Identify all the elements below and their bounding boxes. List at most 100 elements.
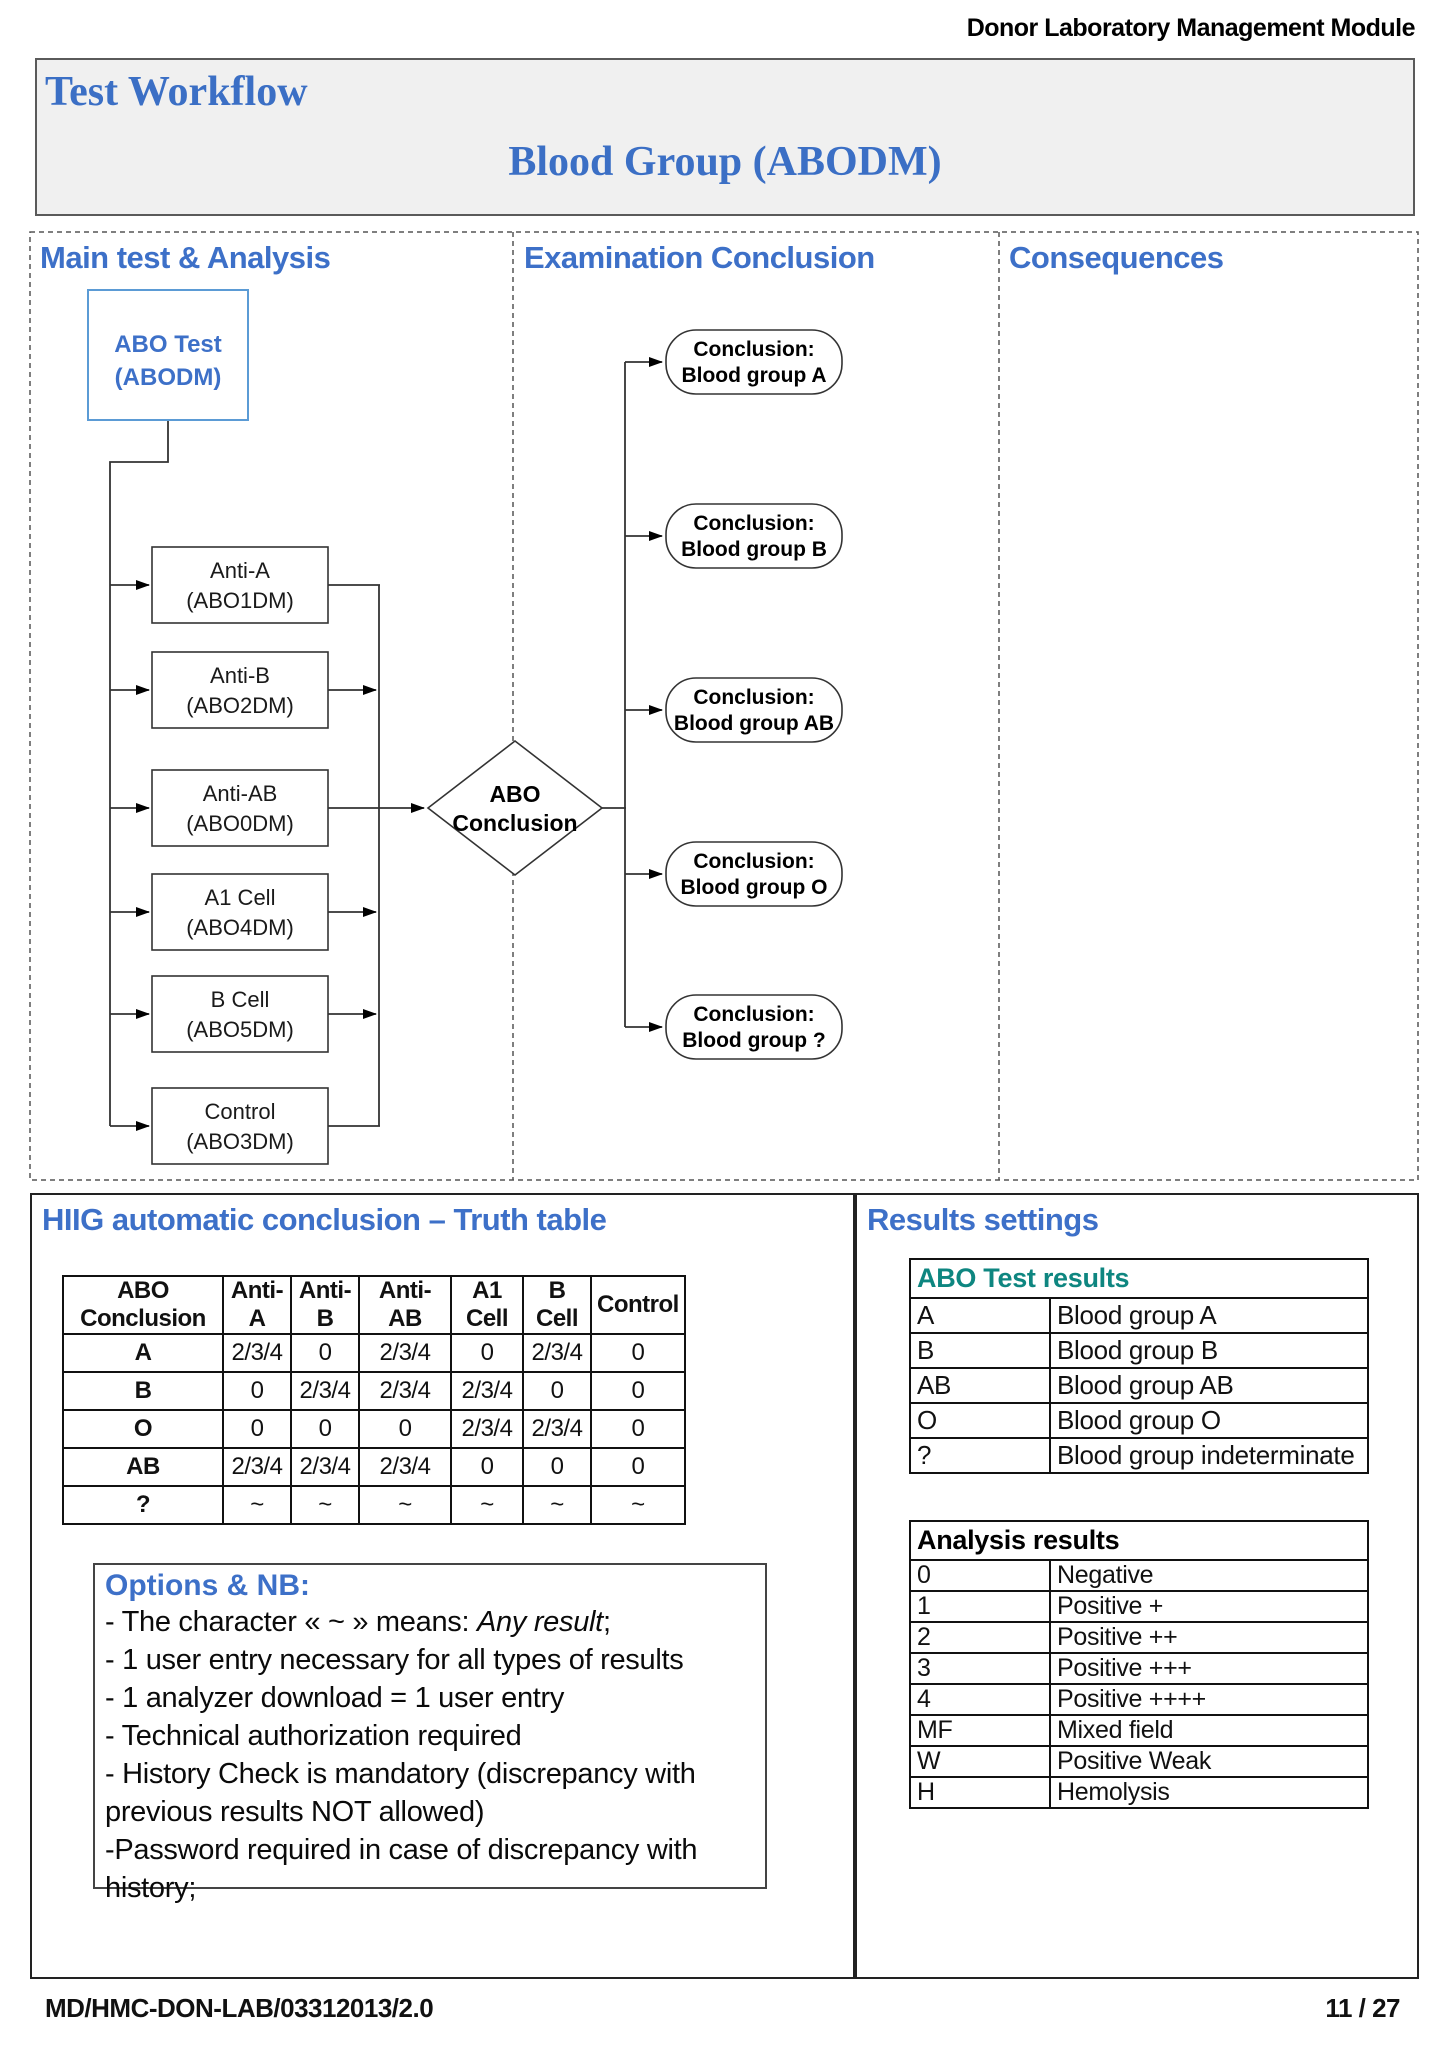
page-subtitle: Blood Group (ABODM): [508, 139, 942, 185]
truth-table-header-row: ABO Conclusion Anti-A Anti-B Anti-AB A1 …: [62, 1275, 686, 1335]
analysis-result-code: 2: [909, 1621, 1051, 1654]
abo-result-code: AB: [909, 1367, 1051, 1404]
analysis-result-code: 1: [909, 1590, 1051, 1623]
truth-cell: ~: [222, 1485, 292, 1525]
node-anti-a-label-2: (ABO1DM): [186, 588, 294, 613]
truth-section-title: HIIG automatic conclusion – Truth table: [42, 1202, 607, 1237]
truth-cell: 2/3/4: [222, 1447, 292, 1487]
node-anti-ab-box: [151, 769, 329, 847]
analysis-result-desc: Negative: [1049, 1559, 1369, 1592]
terminal-blood-group-ab-box: [665, 677, 843, 743]
terminal-a-label-2: Blood group A: [681, 364, 826, 387]
abo-result-code: A: [909, 1297, 1051, 1334]
truth-cell: 0: [222, 1371, 292, 1411]
node-a1-cell: A1 Cell (ABO4DM): [151, 873, 329, 951]
truth-cell: 2/3/4: [522, 1409, 592, 1449]
terminal-blood-group-a: Conclusion: Blood group A: [665, 329, 843, 395]
analysis-result-desc: Positive +++: [1049, 1652, 1369, 1685]
node-b-cell-label-1: B Cell: [211, 987, 270, 1012]
abo-result-desc: Blood group A: [1049, 1297, 1369, 1334]
terminal-blood-group-unknown-box: [665, 994, 843, 1060]
node-control-box: [151, 1087, 329, 1165]
truth-header-anti-ab: Anti-AB: [358, 1275, 452, 1335]
options-line-tilde-suffix: ;: [602, 1606, 611, 1638]
node-anti-a: Anti-A (ABO1DM): [151, 546, 329, 624]
page-title: Test Workflow: [45, 69, 308, 115]
abo-result-row: AB Blood group AB: [909, 1367, 1369, 1404]
options-item: - Technical authorization required: [105, 1720, 522, 1752]
node-a1-cell-box: [151, 873, 329, 951]
truth-row-b-label: B: [62, 1371, 224, 1411]
analysis-result-row: H Hemolysis: [909, 1776, 1369, 1809]
terminal-blood-group-o: Conclusion: Blood group O: [665, 841, 843, 907]
abo-result-code: B: [909, 1332, 1051, 1369]
truth-cell: 0: [290, 1333, 360, 1373]
analysis-result-code: 0: [909, 1559, 1051, 1592]
analysis-result-code: MF: [909, 1714, 1051, 1747]
decision-abo-conclusion: [426, 739, 604, 877]
analysis-result-row: 2 Positive ++: [909, 1621, 1369, 1654]
node-anti-ab-label-2: (ABO0DM): [186, 811, 294, 836]
decision-label-1: ABO: [489, 781, 540, 807]
title-banner: Test Workflow Blood Group (ABODM): [35, 58, 1415, 216]
analysis-result-row: MF Mixed field: [909, 1714, 1369, 1747]
truth-cell: 0: [590, 1409, 686, 1449]
analysis-result-code: 4: [909, 1683, 1051, 1716]
truth-row-o: O 0 0 0 2/3/4 2/3/4 0: [62, 1409, 686, 1449]
node-anti-ab-label-1: Anti-AB: [203, 781, 278, 806]
analysis-result-code: H: [909, 1776, 1051, 1809]
options-item: - 1 analyzer download = 1 user entry: [105, 1682, 565, 1714]
column-title-main-test: Main test & Analysis: [40, 240, 331, 275]
truth-cell: 2/3/4: [522, 1333, 592, 1373]
analysis-result-desc: Positive +: [1049, 1590, 1369, 1623]
truth-row-b: B 0 2/3/4 2/3/4 2/3/4 0 0: [62, 1371, 686, 1411]
options-line-tilde: - The character « ~ » means: Any result;: [105, 1603, 755, 1641]
truth-cell: 0: [522, 1371, 592, 1411]
analysis-result-desc: Positive ++: [1049, 1621, 1369, 1654]
truth-row-a-label: A: [62, 1333, 224, 1373]
terminal-blood-group-b-box: [665, 503, 843, 569]
node-anti-a-box: [151, 546, 329, 624]
truth-cell: 2/3/4: [358, 1447, 452, 1487]
terminal-b-label-1: Conclusion:: [693, 512, 814, 535]
truth-cell: ~: [522, 1485, 592, 1525]
abo-test-results-table: ABO Test results A Blood group A B Blood…: [909, 1258, 1369, 1474]
document-header: Donor Laboratory Management Module: [966, 14, 1416, 42]
abo-result-row: A Blood group A: [909, 1297, 1369, 1334]
column-title-examination-conclusion: Examination Conclusion: [524, 240, 875, 275]
truth-header-control: Control: [590, 1275, 686, 1335]
flowchart-border: [29, 231, 1419, 1181]
terminal-o-label-2: Blood group O: [681, 876, 828, 899]
analysis-result-desc: Mixed field: [1049, 1714, 1369, 1747]
options-line-tilde-prefix: - The character « ~ » means:: [105, 1606, 477, 1638]
terminal-ab-label-1: Conclusion:: [693, 686, 814, 709]
node-anti-a-label-1: Anti-A: [210, 558, 270, 583]
truth-cell: 0: [590, 1447, 686, 1487]
results-section-title: Results settings: [867, 1202, 1099, 1237]
truth-header-abo-conclusion: ABO Conclusion: [62, 1275, 224, 1335]
analysis-result-desc: Positive ++++: [1049, 1683, 1369, 1716]
node-anti-b-label-1: Anti-B: [210, 663, 270, 688]
node-abo-test-label-1: ABO Test: [114, 331, 222, 358]
truth-header-a1-cell: A1 Cell: [450, 1275, 524, 1335]
truth-cell: 2/3/4: [222, 1333, 292, 1373]
truth-cell: 0: [590, 1333, 686, 1373]
terminal-unknown-label-2: Blood group ?: [682, 1029, 825, 1052]
truth-cell: 0: [522, 1447, 592, 1487]
truth-table: ABO Conclusion Anti-A Anti-B Anti-AB A1 …: [62, 1275, 686, 1525]
truth-cell: 2/3/4: [358, 1333, 452, 1373]
truth-header-b-cell: B Cell: [522, 1275, 592, 1335]
options-title: Options & NB:: [105, 1569, 310, 1602]
terminal-unknown-label-1: Conclusion:: [693, 1003, 814, 1026]
terminal-ab-label-2: Blood group AB: [674, 712, 834, 735]
abo-result-desc: Blood group O: [1049, 1402, 1369, 1439]
abo-result-row: O Blood group O: [909, 1402, 1369, 1439]
node-b-cell: B Cell (ABO5DM): [151, 975, 329, 1053]
page-number: 11 / 27: [1325, 1993, 1400, 2023]
options-item: - 1 user entry necessary for all types o…: [105, 1644, 684, 1676]
truth-cell: 0: [450, 1447, 524, 1487]
node-a1-cell-label-1: A1 Cell: [205, 885, 276, 910]
analysis-result-code: 3: [909, 1652, 1051, 1685]
